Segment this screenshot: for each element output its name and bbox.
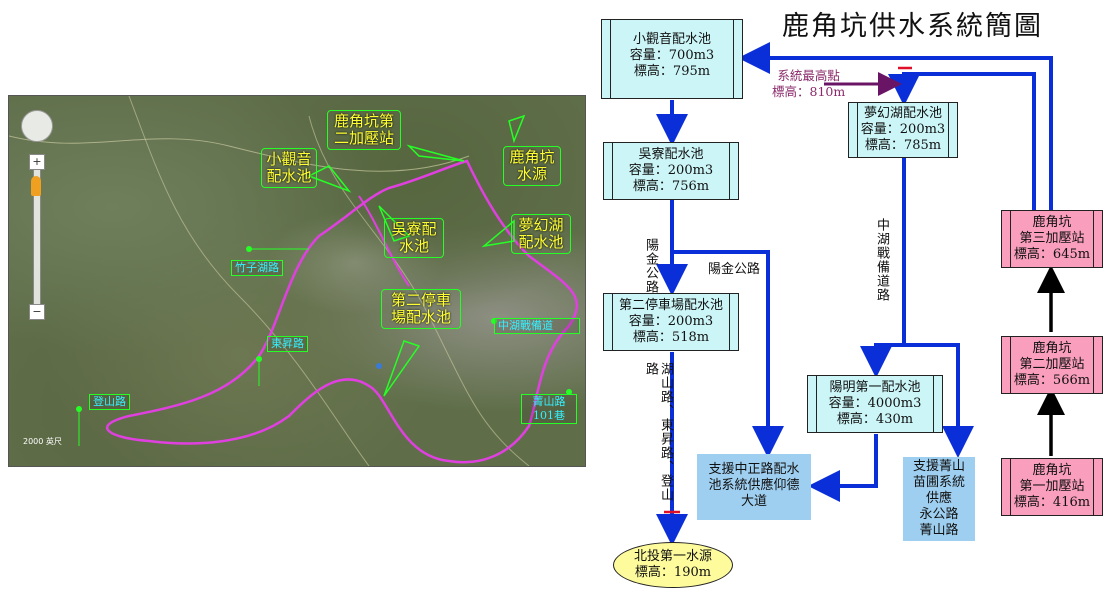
station-name-2: 第三加壓站 [1019,231,1085,246]
map-pan-control[interactable] [21,110,53,142]
tank-elevation: 標高：795m [633,64,711,79]
road-label-hushan: 湖山路、東昇路、登山路 [643,362,673,502]
tank-elevation: 標高：785m [864,138,942,153]
map-scale-label: 2000 英尺 [23,437,62,446]
booster-station-third[interactable]: 鹿角坑 第三加壓站 標高：645m [1001,210,1103,268]
tank-name: 夢幻湖配水池 [863,106,942,121]
map-label-lujiaokeng-booster: 鹿角坑第 二加壓站 [327,110,401,150]
diagram-title: 鹿角坑供水系統簡圖 [782,11,1043,42]
map-label-xiaoguanyin: 小觀音 配水池 [261,148,317,188]
peak-title: 系統最高點 [777,68,840,83]
map-overlay [9,96,579,466]
road-label-yangjin-horizontal: 陽金公路 [708,262,761,277]
station-elevation: 標高：416m [1013,495,1091,510]
peak-elevation: 標高：810m [772,84,846,99]
satellite-map[interactable]: + − 2000 英尺 小觀音 配水池 鹿角坑第 二加壓站 鹿角坑 水源 吳寮配… [8,95,586,467]
support-jingshan[interactable]: 支援菁山 苗圃系統 供應 永公路 菁山路 [903,457,975,541]
map-label-parking2: 第二停車 場配水池 [381,289,461,329]
station-name: 鹿角坑 [1032,463,1072,478]
map-road-jingshan: 菁山路 101巷 [521,394,577,424]
zoom-out-button[interactable]: − [29,304,45,320]
source-name: 北投第一水源 [633,549,712,564]
map-road-dongsheng: 東昇路 [267,336,308,352]
station-name-2: 第一加壓站 [1019,479,1085,494]
tank-name: 第二停車場配水池 [618,298,723,313]
booster-station-first[interactable]: 鹿角坑 第一加壓站 標高：416m [1001,458,1103,516]
tank-menghuanhu[interactable]: 夢幻湖配水池 容量：200m3 標高：785m [848,102,958,158]
map-road-zhuzihu: 竹子湖路 [231,260,283,276]
tank-name: 小觀音配水池 [632,32,711,47]
system-peak-label: 系統最高點 標高：810m [772,68,845,100]
tank-capacity: 容量：4000m3 [828,396,922,411]
tank-parking2[interactable]: 第二停車場配水池 容量：200m3 標高：518m [603,293,739,351]
booster-station-second[interactable]: 鹿角坑 第二加壓站 標高：566m [1001,336,1103,394]
support-zhongzheng[interactable]: 支援中正路配水 池系統供應仰德 大道 [697,454,811,520]
tank-yangming1[interactable]: 陽明第一配水池 容量：4000m3 標高：430m [807,375,943,433]
tank-capacity: 容量：200m3 [860,122,946,137]
station-name-2: 第二加壓站 [1019,357,1085,372]
source-elevation: 標高：190m [634,565,712,580]
zoom-in-button[interactable]: + [29,154,45,170]
tank-wuliao[interactable]: 吳寮配水池 容量：200m3 標高：756m [603,142,739,200]
station-name: 鹿角坑 [1032,215,1072,230]
map-label-lujiaokeng-source: 鹿角坑 水源 [503,146,561,186]
tank-name: 陽明第一配水池 [829,380,921,395]
station-name: 鹿角坑 [1032,341,1072,356]
station-elevation: 標高：566m [1013,373,1091,388]
tank-xiaoguanyin[interactable]: 小觀音配水池 容量：700m3 標高：795m [601,19,743,99]
map-label-wuliao: 吳寮配 水池 [384,218,444,258]
tank-elevation: 標高：518m [632,330,710,345]
tank-capacity: 容量：200m3 [628,163,714,178]
station-elevation: 標高：645m [1013,247,1091,262]
map-road-dengshan: 登山路 [89,394,130,410]
tank-capacity: 容量：700m3 [629,48,715,63]
tank-capacity: 容量：200m3 [628,314,714,329]
street-view-pegman-icon[interactable] [31,176,41,196]
road-label-yangjin-vertical: 陽金公路 [643,238,658,294]
tank-name: 吳寮配水池 [638,147,704,162]
tank-elevation: 標高：430m [836,412,914,427]
tank-elevation: 標高：756m [632,179,710,194]
map-road-zhonghu: 中湖戰備道 [494,318,580,334]
source-beitou-first[interactable]: 北投第一水源 標高：190m [613,542,733,588]
road-label-zhonghu: 中湖戰備道路 [874,218,889,302]
map-label-menghuanhu: 夢幻湖 配水池 [511,214,571,254]
